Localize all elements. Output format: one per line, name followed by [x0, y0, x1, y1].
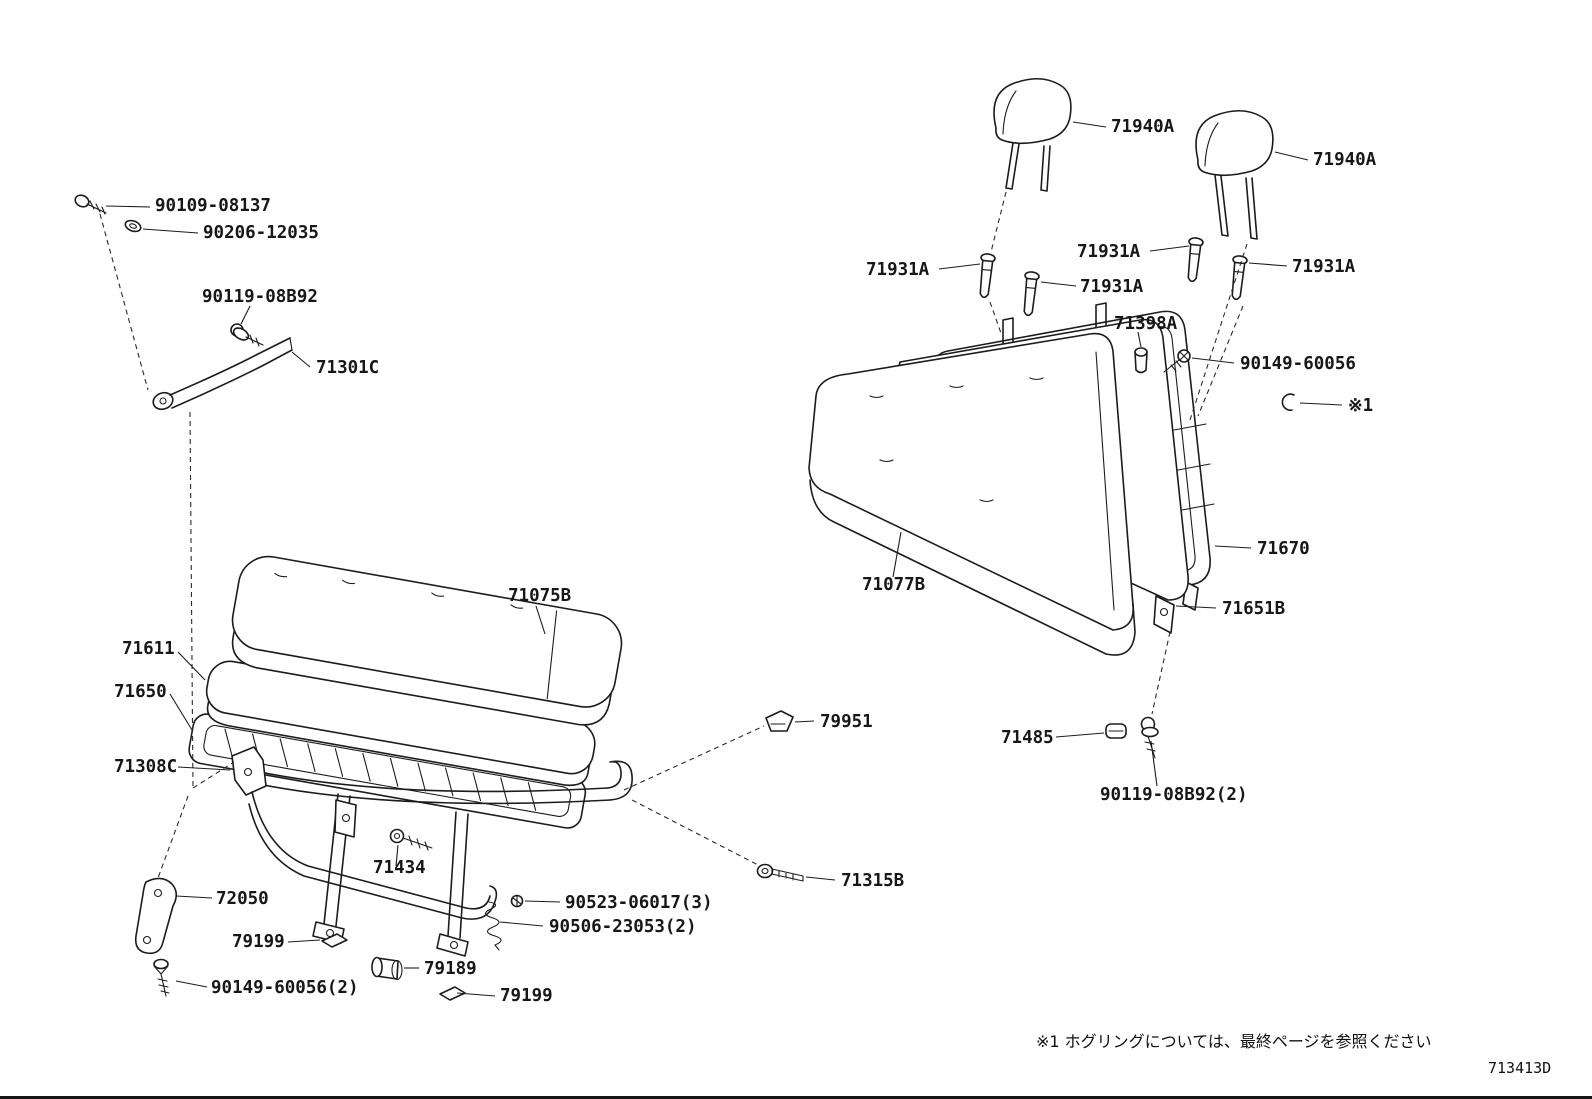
seat-cushion-assembly [74, 194, 804, 1001]
part-label-72050: 72050 [216, 889, 269, 909]
part-label-71485: 71485 [1001, 728, 1054, 748]
part-label-90523-06017-3: 90523-06017(3) [565, 893, 713, 913]
part-label-90506-23053-2: 90506-23053(2) [549, 917, 697, 937]
bolt-71434-icon [389, 828, 433, 851]
part-label-79951: 79951 [820, 712, 873, 732]
headrest-guide-71931a-a-shape [979, 253, 996, 299]
bolt-90109-icon [74, 194, 107, 215]
washer-90206-icon [124, 219, 142, 233]
screw-90523-icon [510, 894, 524, 908]
roller-79189-icon [371, 956, 403, 981]
part-label-71931a-a: 71931A [866, 260, 930, 280]
bolt-90119-icon [230, 323, 264, 347]
part-label-71931a-d: 71931A [1292, 257, 1356, 277]
part-label-71651b: 71651B [1222, 599, 1285, 619]
under-frame-71308c-shape [231, 746, 633, 957]
seatback-cushion-71077b-shape [808, 332, 1136, 656]
stay-rod-71301c-shape [152, 337, 293, 411]
part-label-79189: 79189 [424, 959, 477, 979]
bottom-border [0, 1096, 1592, 1099]
part-label-79199-b: 79199 [500, 986, 553, 1006]
bolt-71315b-icon [756, 863, 804, 882]
clip-79199-a-icon [321, 933, 348, 948]
headrest-guide-71931a-d-shape [1231, 255, 1248, 301]
footnote-text: ※1 ホグリングについては、最終ページを参照ください [1036, 1032, 1432, 1051]
headrest-guide-71931a-c-shape [1187, 237, 1204, 283]
spring-90506-icon [484, 901, 502, 951]
clip-79199-b-icon [439, 986, 466, 1001]
dashed-reference-lines [99, 191, 1248, 879]
part-label-71075b: 71075B [508, 586, 571, 606]
ref-note-1-label: ※1 [1348, 396, 1373, 416]
part-label-79199-a: 79199 [232, 932, 285, 952]
part-label-71931a-c: 71931A [1080, 277, 1144, 297]
part-label-90206-12035: 90206-12035 [203, 223, 319, 243]
hinge-strap-72050-shape [134, 877, 178, 955]
part-label-71650: 71650 [114, 682, 167, 702]
headrest-71940a-a-shape [993, 77, 1072, 192]
seatback-assembly [808, 77, 1295, 759]
bolt-90119-2-icon [1140, 716, 1159, 759]
cap-71485-icon [1105, 723, 1127, 739]
part-label-71940a-a: 71940A [1111, 117, 1175, 137]
headrest-71940a-b-shape [1195, 109, 1274, 240]
part-label-90149-60056: 90149-60056 [1240, 354, 1356, 374]
part-label-71434: 71434 [373, 858, 426, 878]
screw-90149-2-icon [153, 958, 170, 997]
part-label-90119-08b92: 90119-08B92 [202, 287, 318, 307]
part-label-71611: 71611 [122, 639, 175, 659]
part-label-71315b: 71315B [841, 871, 904, 891]
part-label-71077b: 71077B [862, 575, 925, 595]
hog-ring-icon [1281, 393, 1295, 411]
diagram-code: 713413D [1488, 1059, 1551, 1077]
headrest-guide-71931a-b-shape [1023, 271, 1040, 317]
leader-lines [105, 121, 1343, 997]
seat-cushion-71075b-shape [231, 555, 623, 726]
part-label-71670: 71670 [1257, 539, 1310, 559]
part-label-71931a-b: 71931A [1077, 242, 1141, 262]
clip-79951-icon [765, 710, 794, 732]
part-label-71398a: 71398A [1114, 314, 1178, 334]
part-label-71308c: 71308C [114, 757, 177, 777]
part-label-71301c: 71301C [316, 358, 379, 378]
screw-90149-icon [1163, 349, 1191, 373]
part-label-90149-60056-2: 90149-60056(2) [211, 978, 359, 998]
part-labels: 90109-08137 90206-12035 90119-08B92 7130… [114, 117, 1377, 1006]
cap-71398a-icon [1134, 347, 1148, 374]
part-label-71940a-b: 71940A [1313, 150, 1377, 170]
part-label-90109-08137: 90109-08137 [155, 196, 271, 216]
part-label-90119-08b92-2: 90119-08B92(2) [1100, 785, 1248, 805]
